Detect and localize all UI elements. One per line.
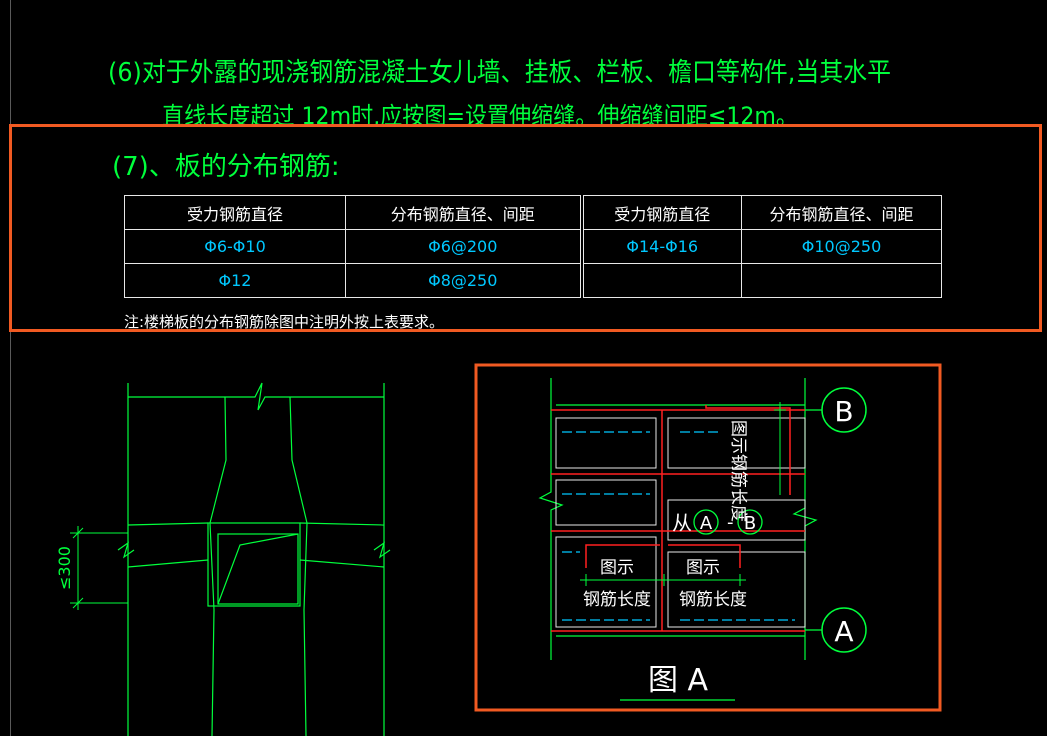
dimension-label: ≤300 — [55, 546, 74, 590]
figure-a-slab-lines — [555, 417, 806, 628]
table-header-row: 受力钢筋直径 分布钢筋直径、间距 受力钢筋直径 分布钢筋直径、间距 — [124, 195, 942, 230]
table-row: Φ12 Φ8@250 — [124, 263, 942, 298]
highlight-box-section-7 — [9, 124, 1042, 332]
footnote: 注:楼梯板的分布钢筋除图中注明外按上表要求。 — [124, 313, 445, 331]
label-from: 从 — [672, 511, 692, 535]
frame-line — [10, 0, 11, 736]
table-row: Φ6-Φ10 Φ6@200 Φ14-Φ16 Φ10@250 — [124, 229, 942, 264]
axis-b-label: B — [834, 395, 853, 428]
table-cell: Φ10@250 — [741, 229, 942, 264]
label-mid-2: 钢筋长度 — [679, 590, 747, 610]
axis-bubble-b: B — [805, 387, 867, 433]
table-cell — [741, 263, 942, 298]
table-header-cell: 受力钢筋直径 — [579, 195, 742, 230]
label-dash: - — [727, 512, 734, 533]
axis-bubble-a: A — [805, 607, 867, 653]
table-header-cell: 分布钢筋直径、间距 — [741, 195, 942, 230]
note-7-title: (7)、板的分布钢筋: — [112, 152, 340, 182]
from-a-to-b-label: 从 A - B — [672, 509, 763, 535]
figure-a-caption: 图 A — [648, 663, 709, 698]
distribution-rebar-table: 受力钢筋直径 分布钢筋直径、间距 受力钢筋直径 分布钢筋直径、间距 Φ6-Φ10… — [124, 195, 942, 298]
figure-a-outline — [538, 378, 818, 701]
label-from-a: A — [700, 513, 713, 534]
left-column-detail — [117, 382, 391, 736]
table-cell — [579, 263, 742, 298]
axis-a-label: A — [834, 615, 853, 648]
label-vertical-rebar-length: 图示钢筋长度 — [728, 420, 748, 522]
highlight-box-figure-a — [474, 363, 942, 712]
label-left-1: 图示 — [600, 558, 634, 578]
table-cell: Φ8@250 — [345, 263, 582, 298]
note-6-line-1: (6)对于外露的现浇钢筋混凝土女儿墙、挂板、栏板、檐口等构件,当其水平 — [108, 58, 892, 88]
table-cell: Φ12 — [124, 263, 346, 298]
label-mid-1: 图示 — [686, 558, 720, 578]
dimension-300 — [70, 526, 128, 610]
figure-a-dimension-lines — [580, 402, 786, 586]
table-cell: Φ6-Φ10 — [124, 229, 346, 264]
figure-a-dashed-bars — [562, 431, 795, 621]
label-left-2: 钢筋长度 — [583, 590, 651, 610]
label-from-b: B — [744, 513, 756, 534]
table-cell: Φ6@200 — [345, 229, 582, 264]
figure-a-rebar — [551, 405, 805, 632]
